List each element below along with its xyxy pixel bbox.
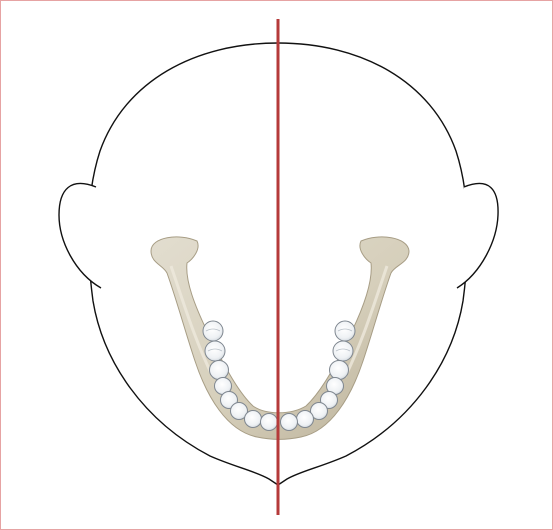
tooth (261, 414, 278, 431)
tooth (330, 361, 349, 380)
left-ear (59, 183, 101, 288)
right-ear (457, 183, 498, 288)
tooth (297, 411, 314, 428)
tooth (210, 361, 229, 380)
tooth (281, 414, 298, 431)
tooth (245, 411, 262, 428)
